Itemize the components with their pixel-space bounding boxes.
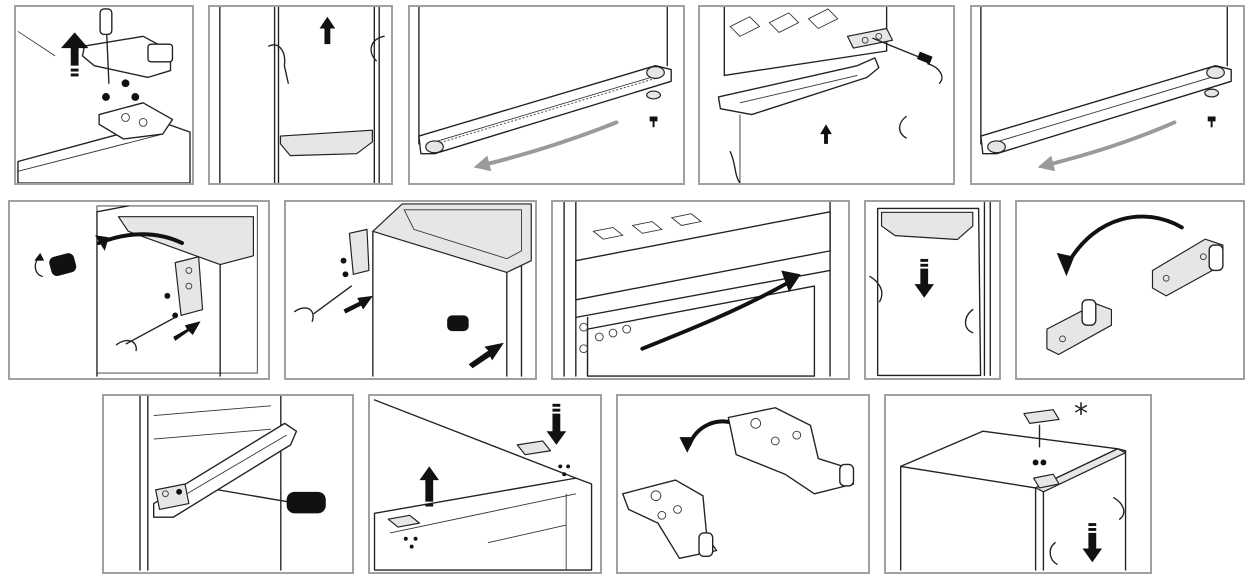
pin-icon [1204,88,1220,98]
step-8-illustration [563,202,831,377]
screwdriver-icon [217,489,288,503]
hand-icon [1049,541,1058,565]
plug-icon [447,315,469,332]
step-2-illustration [219,7,385,183]
hand-icon [729,151,741,183]
step-14-illustration [899,409,1127,571]
star-annotation: * [1074,397,1088,430]
down-arrow-icon [1082,532,1103,563]
step-10-illustration [1046,214,1224,356]
step-9-illustration [869,202,991,377]
up-arrow-icon [820,124,832,144]
step-7-panel [284,200,537,380]
up-arrow-icon [419,466,440,502]
cabinet-icon [899,430,1119,489]
screwdriver-icon [872,37,927,61]
step-2-panel [208,5,393,185]
hinge-cover-icon [1023,409,1060,424]
pin-icon [646,90,661,100]
step-4-panel [698,5,955,185]
step-11-panel [102,394,354,574]
up-arrow-icon [319,16,336,45]
hinge-icon [1046,303,1113,356]
step-1-panel [14,5,194,185]
step-10-panel [1015,200,1245,380]
step-8-panel [551,200,850,380]
hinge-bracket-icon [153,422,298,518]
curved-arrow-icon [640,280,791,351]
up-arrow-icon [60,32,89,66]
screw-icon [121,79,130,88]
hinge-plate-icon [622,479,718,559]
step-13-panel [616,394,870,574]
step-9-panel [864,200,1001,380]
step-11-illustration [139,396,326,571]
step-6-panel [8,200,270,380]
step-5-illustration [980,7,1232,172]
cabinet-top-icon [373,477,593,571]
step-7-illustration [293,203,532,377]
move-arrow-icon [1051,120,1177,166]
step-6-illustration [34,205,258,377]
hinge-bracket-icon [98,102,174,140]
plug-icon [49,253,77,276]
step-14-panel: * [884,394,1152,574]
hinge-icon [174,256,204,317]
cabinet-icon [575,211,831,301]
step-12-illustration [373,399,593,571]
door-bottom-icon [418,64,672,155]
step-3-panel [408,5,685,185]
step-4-illustration [717,7,943,183]
hinge-bracket-icon [717,57,880,116]
door-handle-icon [279,129,373,157]
hand-icon [268,44,289,84]
hand-icon [869,275,883,303]
move-arrow-icon [487,120,619,166]
screwdriver-icon [313,285,353,315]
down-arrow-icon [546,413,567,445]
step-5-panel [970,5,1245,185]
rotate-arrow-icon [1066,214,1184,265]
hinge-plate-icon [727,407,855,495]
step-1-illustration [17,8,191,183]
screwdriver-icon [125,316,176,345]
step-3-illustration [418,7,672,172]
door-bottom-icon [980,64,1232,155]
door-icon [876,207,982,377]
rotate-arrow-icon [687,419,737,447]
down-arrow-icon [914,268,934,298]
step-13-illustration [622,407,855,559]
step-12-panel [368,394,602,574]
hinge-icon [348,228,370,275]
